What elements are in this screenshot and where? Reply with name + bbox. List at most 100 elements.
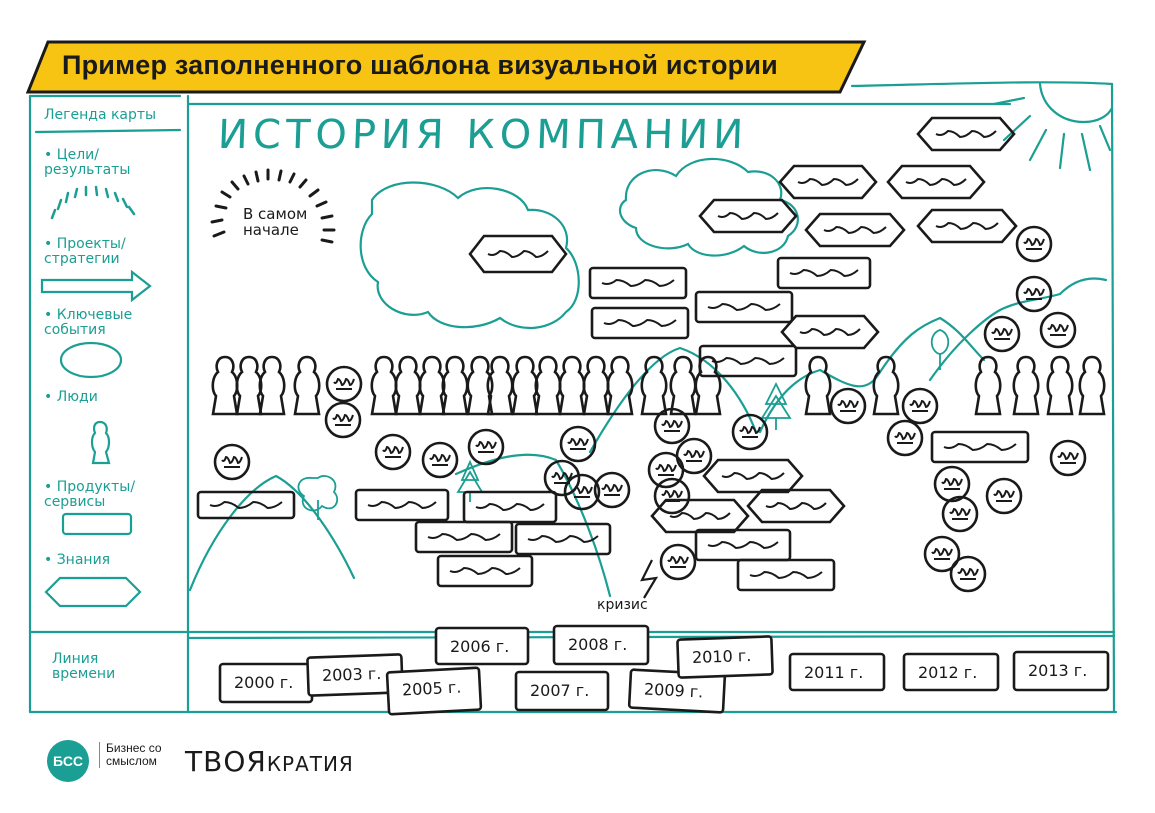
- product-rect: [354, 488, 450, 522]
- brand-part-a: ТВОЯ: [185, 745, 267, 778]
- product-scribble: [367, 500, 437, 510]
- person-icon: [418, 355, 446, 416]
- legend-products-label: • Продукты/ сервисы: [44, 479, 136, 510]
- event-scribble: [993, 489, 1015, 499]
- event-scribble: [894, 431, 916, 441]
- crisis-lightning-icon: [640, 559, 659, 599]
- map-frame: [28, 81, 1118, 714]
- legend-product-icon: [61, 512, 133, 536]
- event-scribble: [382, 445, 404, 455]
- knowledge-scribble: [717, 211, 779, 221]
- event-scribble: [667, 555, 689, 565]
- product-rect: [436, 554, 534, 588]
- knowledge-hexagon: [698, 198, 798, 234]
- event-scribble: [571, 485, 593, 495]
- legend-goals-label: • Цели/ результаты: [44, 147, 131, 178]
- person-icon: [582, 355, 610, 416]
- year-box: [514, 670, 610, 712]
- year-label: 2005 г.: [401, 677, 462, 700]
- knowledge-hexagon: [916, 116, 1016, 152]
- event-scribble: [837, 399, 859, 409]
- knowledge-cloud: [359, 157, 799, 330]
- knowledge-hexagon: [804, 212, 906, 248]
- legend-knowledge-icon: [44, 576, 142, 608]
- product-rect: [196, 490, 296, 520]
- tree-icon: [297, 329, 950, 520]
- person-icon: [486, 355, 514, 416]
- event-scribble: [1057, 451, 1079, 461]
- event-scribble: [1023, 287, 1045, 297]
- event-circle: [1049, 439, 1087, 477]
- event-scribble: [941, 477, 963, 487]
- year-box: [676, 635, 774, 679]
- event-scribble: [739, 425, 761, 435]
- person-icon: [558, 355, 586, 416]
- event-circle: [374, 433, 412, 471]
- event-scribble: [683, 449, 705, 459]
- product-scribble: [427, 532, 501, 542]
- year-label: 2003 г.: [321, 663, 382, 686]
- year-label: 2013 г.: [1028, 661, 1088, 680]
- knowledge-scribble: [935, 129, 997, 139]
- person-icon: [441, 355, 469, 416]
- event-scribble: [567, 437, 589, 447]
- person-icon: [640, 355, 668, 416]
- year-box: [788, 652, 886, 692]
- knowledge-hexagon: [886, 164, 986, 200]
- year-box: [385, 666, 483, 716]
- event-scribble: [931, 547, 953, 557]
- event-circle: [559, 425, 597, 463]
- knowledge-scribble: [765, 501, 827, 511]
- knowledge-hexagon: [780, 314, 880, 350]
- product-rect: [736, 558, 836, 592]
- sun-icon: [992, 82, 1114, 172]
- year-label: 2000 г.: [234, 673, 294, 692]
- event-circle: [467, 428, 505, 466]
- product-scribble: [707, 540, 779, 550]
- product-scribble: [449, 566, 521, 576]
- legend-event-icon: [59, 341, 123, 379]
- product-scribble: [209, 500, 283, 510]
- event-circle: [647, 451, 685, 489]
- person-icon: [293, 355, 321, 416]
- knowledge-scribble: [905, 177, 967, 187]
- event-scribble: [661, 489, 683, 499]
- event-circle: [941, 495, 979, 533]
- person-icon: [804, 355, 832, 416]
- knowledge-hexagon: [650, 498, 750, 534]
- map-title: ИСТОРИЯ КОМПАНИИ: [217, 112, 749, 158]
- legend-people-label: • Люди: [44, 389, 98, 405]
- event-circle: [324, 401, 362, 439]
- company-name: Бизнес со смыслом: [99, 742, 162, 768]
- knowledge-scribble: [487, 249, 549, 259]
- knowledge-scribble: [823, 225, 887, 235]
- product-rect: [930, 430, 1030, 464]
- event-scribble: [333, 377, 355, 387]
- event-scribble: [332, 413, 354, 423]
- event-circle: [829, 387, 867, 425]
- legend-knowledge-label: • Знания: [44, 552, 111, 568]
- person-icon: [606, 355, 634, 416]
- product-rect: [588, 266, 688, 300]
- product-scribble: [789, 268, 859, 278]
- event-circle: [325, 365, 363, 403]
- person-icon: [511, 355, 539, 416]
- year-label: 2008 г.: [568, 635, 628, 654]
- knowledge-scribble: [797, 177, 859, 187]
- event-circle: [886, 419, 924, 457]
- knowledge-hexagon: [778, 164, 878, 200]
- person-icon: [235, 355, 263, 416]
- knowledge-scribble: [935, 221, 999, 231]
- person-icon: [1046, 355, 1074, 416]
- product-scribble: [601, 278, 675, 288]
- event-scribble: [601, 483, 623, 493]
- year-label: 2012 г.: [918, 663, 978, 682]
- product-rect: [414, 520, 514, 554]
- bss-logo: БСС: [47, 740, 89, 782]
- product-rect: [776, 256, 872, 290]
- year-box: [902, 652, 1000, 692]
- event-circle: [731, 413, 769, 451]
- knowledge-hexagon: [746, 488, 846, 524]
- person-icon: [258, 355, 286, 416]
